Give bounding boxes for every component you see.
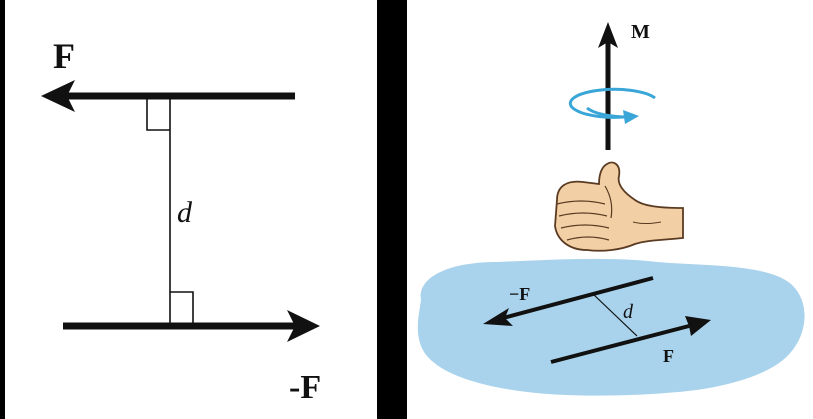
moment-vector-arrow <box>598 22 618 150</box>
right-hand-rule-panel: M <box>407 0 813 419</box>
distance-line-3d <box>592 293 638 337</box>
force-top-arrow <box>41 80 295 112</box>
distance-label-3d: d <box>623 301 634 323</box>
force-bottom-arrow <box>63 310 320 342</box>
rotation-arrow <box>568 87 656 124</box>
couple-plane <box>417 258 805 396</box>
couple-distance-panel: F -F d <box>5 0 377 419</box>
distance-label: d <box>177 196 193 229</box>
right-angle-marker-top <box>146 99 170 131</box>
force-bottom-label: -F <box>289 369 321 406</box>
right-hand-illustration <box>554 161 684 252</box>
couple-distance-diagram: F -F d <box>41 36 321 406</box>
force-pos-arrow <box>550 316 711 364</box>
moment-label: M <box>631 21 650 43</box>
right-hand-rule-diagram: M <box>417 21 805 396</box>
force-top-label: F <box>53 36 75 76</box>
force-neg-label: −F <box>509 284 530 304</box>
right-angle-marker-bottom <box>170 291 194 323</box>
force-pos-label: F <box>663 346 674 366</box>
force-neg-arrow <box>483 276 654 326</box>
